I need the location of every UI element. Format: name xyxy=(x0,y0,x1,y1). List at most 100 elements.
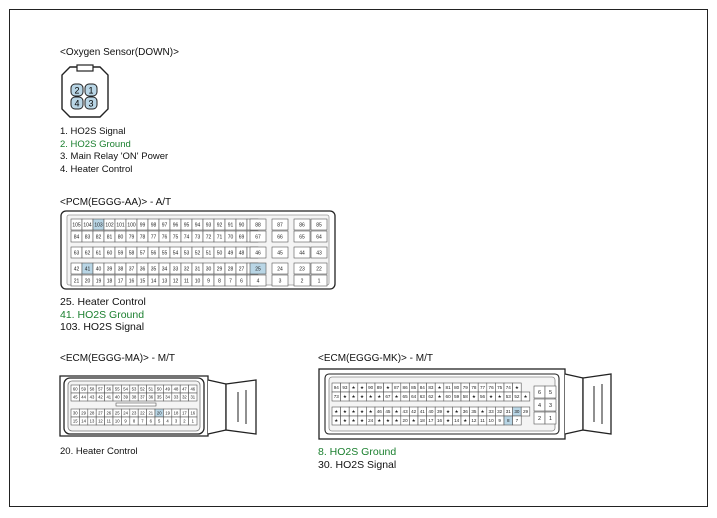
pin-label: 17 xyxy=(182,411,187,416)
pin-label: ★ xyxy=(412,418,417,423)
pin-cell xyxy=(293,218,311,231)
pin-label: 20 xyxy=(157,411,162,416)
pin-description: 30. HO2S Signal xyxy=(318,458,397,471)
pin-label: ★ xyxy=(489,394,494,399)
pin-label: 74 xyxy=(184,234,190,240)
pin-label: 18 xyxy=(174,411,179,416)
pin-cell xyxy=(249,218,267,231)
pin-label: 52 xyxy=(140,387,145,392)
pin-label: 3 xyxy=(175,419,178,424)
pin-label: 27 xyxy=(98,411,103,416)
ecm-ma-pin-list: 20. Heater Control xyxy=(60,446,138,459)
pin-label: 4 xyxy=(538,403,541,409)
sensor-pin xyxy=(70,96,84,110)
pin-label: 89 xyxy=(377,385,383,390)
pin-label: 6 xyxy=(150,419,153,424)
pin-label: 9 xyxy=(124,419,127,424)
pin-label: 14 xyxy=(151,278,157,284)
pin-label: 4 xyxy=(257,278,260,284)
pin-label: 62 xyxy=(428,394,434,399)
pin-label: 58 xyxy=(90,387,95,392)
pin-label: 23 xyxy=(299,266,305,272)
pin-label: 51 xyxy=(206,250,212,256)
pin-label: ★ xyxy=(437,394,442,399)
pin-label: 8 xyxy=(218,278,221,284)
pin-label: 7 xyxy=(229,278,232,284)
pin-label: 93 xyxy=(342,385,348,390)
pin-label: 22 xyxy=(316,266,322,272)
pin-label: 18 xyxy=(107,278,113,284)
pin-label: 36 xyxy=(140,266,146,272)
pin-label: 85 xyxy=(316,222,322,228)
pin-label: 4 xyxy=(166,419,169,424)
pin-label: 35 xyxy=(151,266,157,272)
pin-label: 45 xyxy=(277,250,283,256)
pin-label: 58 xyxy=(463,394,469,399)
pin-label: 45 xyxy=(73,395,78,400)
pin-label: 26 xyxy=(106,411,111,416)
pin-label: ★ xyxy=(351,418,356,423)
pin-label: 50 xyxy=(157,387,162,392)
pin-label: 77 xyxy=(480,385,486,390)
pin-label: 31 xyxy=(190,395,195,400)
pin-label: ★ xyxy=(343,418,348,423)
pin-label: 8 xyxy=(133,419,136,424)
pin-label: 42 xyxy=(411,409,417,414)
pin-label: 76 xyxy=(489,385,495,390)
pin-label: 67 xyxy=(385,394,391,399)
pin-label: 14 xyxy=(81,419,86,424)
pin-cell xyxy=(310,246,328,259)
sensor-pin xyxy=(84,96,98,110)
pin-label: 66 xyxy=(277,234,283,240)
sensor-pin-label: 4 xyxy=(74,98,79,108)
pin-cell xyxy=(271,262,289,275)
pcm-connector: 1051041031021011009998979695949392919089… xyxy=(60,210,336,290)
pin-label: 30 xyxy=(206,266,212,272)
pin-label: 32 xyxy=(184,266,190,272)
pin-label: 9 xyxy=(498,418,501,423)
pin-label: 48 xyxy=(239,250,245,256)
pin-label: 5 xyxy=(158,419,161,424)
pin-label: 3 xyxy=(279,278,282,284)
pin-description: 20. Heater Control xyxy=(60,446,138,457)
pin-label: 5 xyxy=(549,390,552,396)
pin-label: 84 xyxy=(420,385,426,390)
pin-label: 29 xyxy=(523,409,529,414)
pin-cell xyxy=(249,246,267,259)
pin-label: 6 xyxy=(240,278,243,284)
pin-label: 50 xyxy=(217,250,223,256)
pin-label: 36 xyxy=(463,409,469,414)
ecm-mk-title: <ECM(EGGG-MK)> - M/T xyxy=(318,353,433,364)
pin-label: 97 xyxy=(162,222,168,228)
pin-label: 94 xyxy=(334,385,340,390)
pin-label: 59 xyxy=(81,387,86,392)
pin-label: 65 xyxy=(403,394,409,399)
pin-label: ★ xyxy=(386,385,391,390)
pin-label: 37 xyxy=(129,266,135,272)
pin-label: 85 xyxy=(411,385,417,390)
pin-label: 21 xyxy=(74,278,80,284)
pin-label: 76 xyxy=(162,234,168,240)
pin-label: 74 xyxy=(506,385,512,390)
pin-label: 90 xyxy=(239,222,245,228)
pin-label: 19 xyxy=(96,278,102,284)
pin-label: 104 xyxy=(83,222,92,228)
pin-description: 4. Heater Control xyxy=(60,163,133,175)
pin-label: 42 xyxy=(74,266,80,272)
pin-label: 75 xyxy=(497,385,503,390)
pin-label: 37 xyxy=(140,395,145,400)
pin-label: 55 xyxy=(115,387,120,392)
pin-label: ★ xyxy=(394,394,399,399)
pin-cell xyxy=(310,230,328,243)
pin-label: 39 xyxy=(107,266,113,272)
pin-cell xyxy=(544,411,557,425)
pin-label: 60 xyxy=(73,387,78,392)
pin-cell xyxy=(293,262,311,275)
pin-label: 87 xyxy=(277,222,283,228)
pin-cell xyxy=(271,230,289,243)
pin-label: 11 xyxy=(184,278,189,284)
pin-label: ★ xyxy=(394,409,399,414)
